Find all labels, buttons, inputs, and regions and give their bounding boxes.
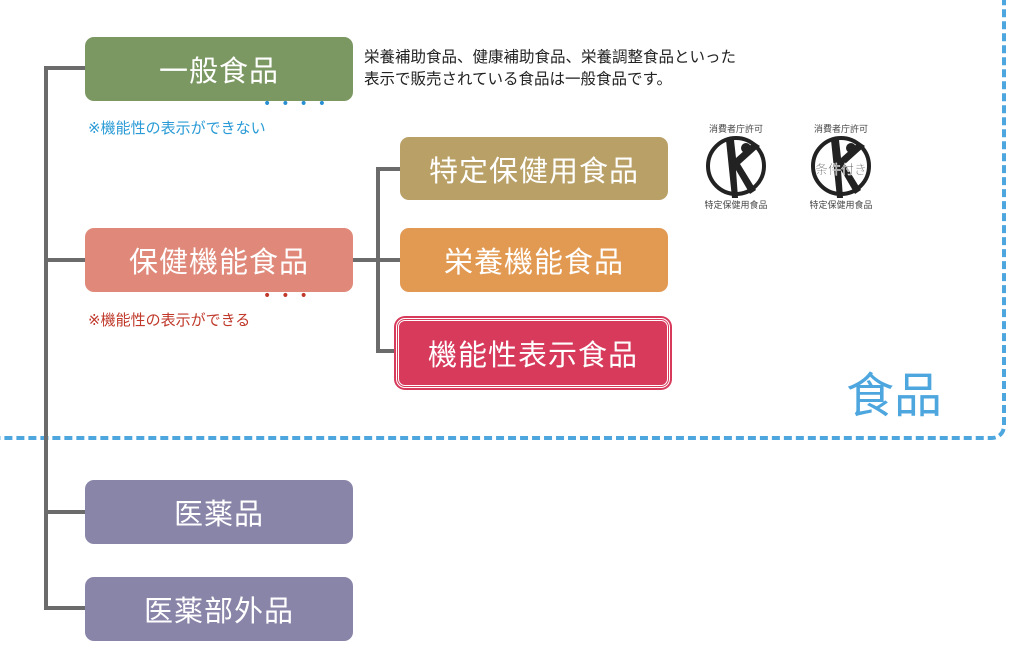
- general-food-note: ※機能性の表示ができない: [88, 119, 266, 137]
- branch-line: [44, 606, 86, 610]
- general-food-description: 栄養補助食品、健康補助食品、栄養調整食品といった表示で販売されている食品は一般食…: [364, 46, 736, 90]
- foshu-box: 特定保健用食品: [400, 137, 668, 200]
- health-function-food-box: 保健機能食品: [85, 228, 353, 292]
- svg-text:消費者庁許可: 消費者庁許可: [814, 123, 868, 135]
- general-food-box: 一般食品: [85, 37, 353, 101]
- description-line: 表示で販売されている食品は一般食品です。: [364, 70, 672, 88]
- food-category-dashed-border: [0, 0, 1006, 440]
- nutrient-function-box: 栄養機能食品: [400, 228, 668, 292]
- branch-line: [44, 510, 86, 514]
- branch-line: [352, 258, 380, 262]
- emphasis-dots: ••••: [263, 96, 337, 112]
- branch-line: [376, 258, 402, 262]
- function-claim-box: 機能性表示食品: [396, 318, 670, 388]
- pharmaceuticals-box: 医薬品: [85, 480, 353, 544]
- branch-line: [376, 167, 402, 171]
- emphasis-dots: •••: [263, 288, 318, 304]
- branch-line: [376, 349, 398, 353]
- description-line: 栄養補助食品、健康補助食品、栄養調整食品といった: [364, 48, 737, 66]
- tree-trunk-line: [44, 66, 48, 610]
- svg-text:特定保健用食品: 特定保健用食品: [704, 199, 767, 210]
- branch-line: [44, 258, 86, 262]
- foshu-mark-logo: 消費者庁許可 特定保健用食品: [704, 123, 767, 210]
- food-region-label: 食品: [846, 368, 943, 424]
- svg-text:特定保健用食品: 特定保健用食品: [809, 199, 872, 210]
- quasi-drugs-box: 医薬部外品: [85, 577, 353, 641]
- branch-line: [44, 66, 86, 70]
- svg-text:条件付き: 条件付き: [815, 162, 867, 178]
- health-food-note: ※機能性の表示ができる: [88, 311, 251, 329]
- conditional-foshu-mark-logo: 条件付き 消費者庁許可 特定保健用食品: [809, 123, 872, 210]
- svg-text:消費者庁許可: 消費者庁許可: [709, 123, 763, 135]
